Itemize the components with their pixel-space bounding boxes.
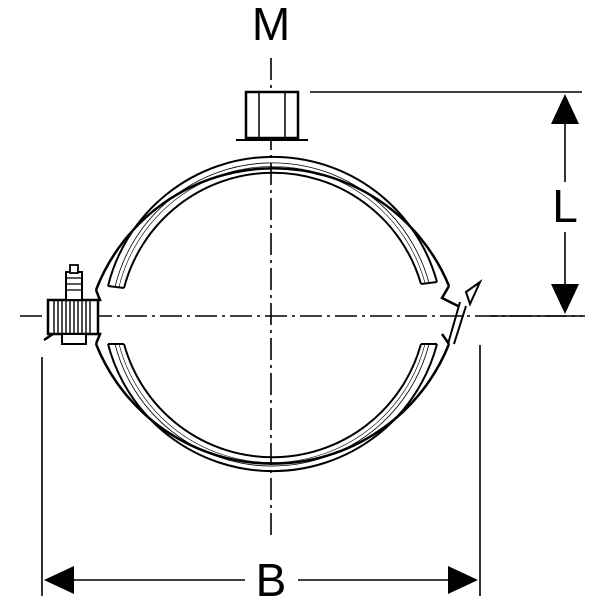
label-b: B [256, 554, 287, 600]
lower-liner-texture [114, 343, 430, 467]
threaded-socket [244, 90, 300, 140]
hinge-link [447, 301, 467, 345]
nut-thread-lines [53, 300, 91, 334]
b-arrow-right [448, 566, 478, 594]
upper-liner-right-end [420, 281, 438, 285]
upper-liner-texture-2 [118, 166, 426, 288]
hinge-pin [464, 279, 483, 307]
upper-liner-left-end [107, 285, 125, 289]
upper-liner-texture [114, 162, 430, 288]
screw-bottom [61, 333, 87, 345]
lower-liner [107, 343, 438, 473]
upper-liner-inner [123, 171, 422, 289]
right-upper-flange [440, 285, 459, 308]
upper-liner [107, 155, 438, 287]
lower-liner-inner [123, 343, 422, 459]
l-arrow-top [551, 94, 579, 124]
label-l: L [552, 180, 578, 232]
l-arrow-bottom [551, 284, 579, 314]
b-arrow-left [44, 566, 74, 594]
lower-band-outer [94, 343, 451, 465]
label-m: M [252, 0, 290, 50]
lower-liner-texture-2 [118, 343, 426, 463]
screw-tip [69, 264, 79, 274]
upper-band-outer [94, 167, 451, 291]
screw-thread [66, 277, 82, 291]
screw-shank [65, 271, 83, 301]
